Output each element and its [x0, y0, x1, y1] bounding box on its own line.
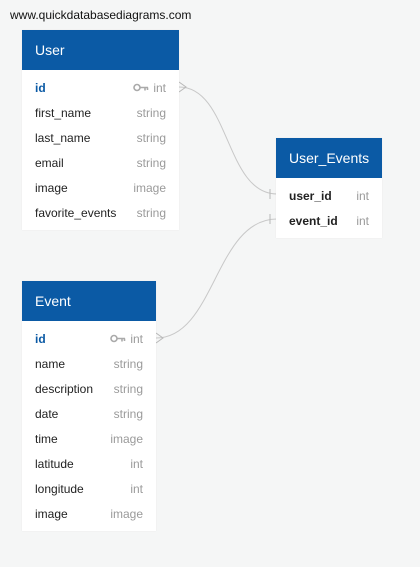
field-type: image: [110, 431, 143, 446]
table-title: User: [35, 42, 65, 58]
table-user-events[interactable]: User_Events user_id int event_id int: [276, 138, 382, 238]
field-row-image[interactable]: image image: [22, 501, 156, 526]
field-row-name[interactable]: name string: [22, 351, 156, 376]
key-icon: [133, 83, 149, 92]
field-name: image: [35, 506, 68, 521]
key-icon: [110, 334, 126, 343]
field-name: event_id: [289, 213, 338, 228]
field-row-image[interactable]: image image: [22, 175, 179, 200]
field-type: string: [136, 205, 166, 220]
crowfoot-marker-event: [155, 332, 164, 344]
field-name: description: [35, 381, 94, 396]
field-row-longitude[interactable]: longitude int: [22, 476, 156, 501]
table-header-user[interactable]: User: [22, 30, 179, 70]
field-name: longitude: [35, 481, 84, 496]
field-name: id: [35, 80, 46, 95]
field-type: int: [356, 188, 369, 203]
field-row-email[interactable]: email string: [22, 150, 179, 175]
field-row-first-name[interactable]: first_name string: [22, 100, 179, 125]
watermark: www.quickdatabasediagrams.com: [10, 8, 192, 22]
field-row-event-id[interactable]: event_id int: [276, 208, 382, 233]
field-row-favorite-events[interactable]: favorite_events string: [22, 200, 179, 225]
field-row-id[interactable]: id int: [22, 326, 156, 351]
field-type: string: [113, 381, 143, 396]
field-type: string: [136, 105, 166, 120]
field-name: last_name: [35, 130, 91, 145]
field-row-id[interactable]: id int: [22, 75, 179, 100]
field-name: latitude: [35, 456, 74, 471]
field-type: string: [113, 356, 143, 371]
field-row-time[interactable]: time image: [22, 426, 156, 451]
table-user[interactable]: User id int first_name string last_name …: [22, 30, 179, 230]
field-name: name: [35, 356, 66, 371]
field-type: int: [130, 331, 143, 346]
field-type: string: [136, 155, 166, 170]
link-event-id-to-user-events: [155, 218, 278, 339]
field-name: image: [35, 180, 68, 195]
field-type: image: [133, 180, 166, 195]
field-type: int: [356, 213, 369, 228]
field-name: user_id: [289, 188, 332, 203]
field-type: int: [130, 481, 143, 496]
crowfoot-marker-user: [178, 81, 187, 93]
field-name: email: [35, 155, 64, 170]
field-type: string: [113, 406, 143, 421]
field-type: image: [110, 506, 143, 521]
field-name: first_name: [35, 105, 92, 120]
table-title: Event: [35, 293, 71, 309]
table-title: User_Events: [289, 150, 370, 166]
field-type: int: [153, 80, 166, 95]
field-row-last-name[interactable]: last_name string: [22, 125, 179, 150]
field-row-date[interactable]: date string: [22, 401, 156, 426]
table-header-user-events[interactable]: User_Events: [276, 138, 382, 178]
field-row-latitude[interactable]: latitude int: [22, 451, 156, 476]
field-type: string: [136, 130, 166, 145]
field-name: time: [35, 431, 58, 446]
field-name: id: [35, 331, 46, 346]
field-type: int: [130, 456, 143, 471]
table-event[interactable]: Event id int name string description str…: [22, 281, 156, 531]
field-row-description[interactable]: description string: [22, 376, 156, 401]
field-row-user-id[interactable]: user_id int: [276, 183, 382, 208]
table-header-event[interactable]: Event: [22, 281, 156, 321]
field-name: favorite_events: [35, 205, 117, 220]
field-name: date: [35, 406, 59, 421]
link-user-id-to-user-events: [178, 86, 278, 195]
